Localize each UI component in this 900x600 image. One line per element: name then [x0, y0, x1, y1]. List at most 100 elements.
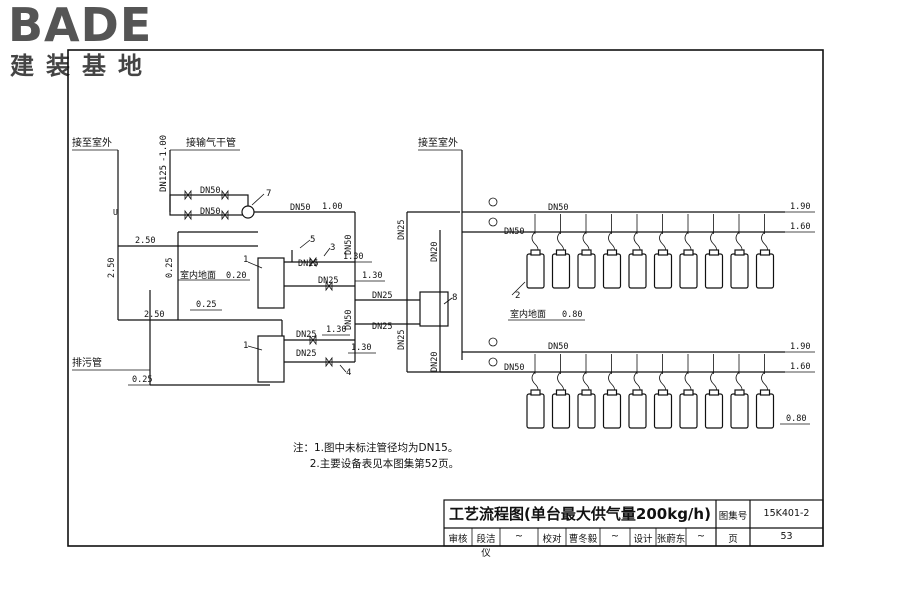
logo-subtitle: 建装基地 [10, 52, 154, 80]
gas-cylinder-icon [551, 214, 571, 289]
logo: BADE 建装基地 [8, 2, 178, 84]
label-dn25-r1: DN25 [372, 291, 392, 301]
label-gas-main: 接输气干管 [186, 136, 236, 149]
gas-cylinder-icon [526, 214, 545, 289]
label-dn50-top2: DN50 [504, 227, 524, 237]
gas-cylinder-icon [628, 354, 647, 429]
checker-name: 曹冬毅 [568, 534, 598, 545]
label-elev-130-c: 1.30 [326, 325, 346, 335]
label-dn25-r3: DN25 [397, 220, 407, 240]
callout-1-upper: 1 [243, 255, 248, 265]
title-block: 工艺流程图(单台最大供气量200kg/h) 图集号 15K401-2 审核 段洁… [444, 500, 823, 559]
title-block-grid [443, 499, 824, 547]
label-floor-right: 室内地面 [510, 308, 546, 320]
callout-leader [247, 345, 263, 351]
label-elev-025-b: 0.25 [196, 300, 216, 310]
check-label: 校对 [542, 534, 562, 545]
label-elev-080-b: 0.80 [786, 414, 806, 424]
label-dn50-bot2: DN50 [504, 363, 524, 373]
gas-cylinder-icon [730, 214, 749, 289]
valve-icon [309, 334, 317, 346]
label-elev-160-a: 1.60 [790, 222, 810, 232]
label-dn50-vert: DN50 [344, 235, 354, 255]
callout-5: 5 [310, 235, 315, 245]
label-outdoor-left: 接至室外 [72, 136, 112, 149]
valve-icon [309, 256, 317, 268]
label-elev-250-c: 2.50 [144, 310, 164, 320]
checker-signature: ~ [611, 531, 619, 542]
label-dn20-a: DN20 [430, 242, 440, 262]
label-elev-130-d: 1.30 [351, 343, 371, 353]
label-elev-250-b: 2.50 [107, 258, 117, 278]
pressure-gauge-icon [488, 337, 498, 347]
logo-wordmark: BADE [8, 0, 153, 52]
callout-leader [251, 193, 265, 206]
label-elev-025-c: 0.25 [132, 375, 152, 385]
label-dn20-b: DN20 [430, 352, 440, 372]
gas-cylinder-icon [526, 354, 545, 429]
gas-cylinder-icon [602, 354, 622, 429]
callout-leader [443, 297, 453, 305]
gas-cylinder-icon [628, 214, 647, 289]
label-outdoor-right: 接至室外 [418, 136, 458, 149]
gas-cylinder-icon [730, 354, 749, 429]
label-drain: 排污管 [72, 356, 102, 369]
label-elev-020: 0.20 [226, 271, 246, 281]
label-dn50-b: DN50 [200, 207, 220, 217]
valve-icon [184, 189, 192, 201]
reviewer-name: 段洁仪 [476, 534, 496, 559]
label-dn25-r4: DN25 [397, 330, 407, 350]
vaporizer-1-lower [257, 335, 285, 383]
label-dn50-a: DN50 [200, 186, 220, 196]
cylinder-row-bottom [526, 354, 775, 429]
gas-cylinder-icon [679, 214, 698, 289]
gas-cylinder-icon [653, 354, 673, 429]
note-line-2: 2.主要设备表见本图集第52页。 [293, 458, 460, 470]
gas-cylinder-icon [755, 354, 775, 429]
valve-icon [184, 209, 192, 221]
label-dn25-r2: DN25 [372, 322, 392, 332]
label-elev-080-a: 0.80 [562, 310, 582, 320]
callout-8: 8 [452, 293, 457, 303]
label-elev-130-a: 1.30 [343, 252, 363, 262]
pressure-gauge-icon [488, 217, 498, 227]
label-dn25-b: DN25 [318, 276, 338, 286]
bypass-loop [169, 194, 249, 216]
label-dn50-top: DN50 [548, 203, 568, 213]
label-dn125: DN125 [159, 165, 169, 192]
label-dn50-vert2: DN50 [344, 310, 354, 330]
symbol-u: U [113, 208, 118, 217]
gas-cylinder-icon [679, 354, 698, 429]
label-elev-130-b: 1.30 [362, 271, 382, 281]
designer-name: 张蔚东 [656, 534, 686, 545]
note-line-1: 注：1.图中未标注管径均为DN15。 [293, 442, 459, 454]
valve-icon [325, 280, 333, 292]
valve-icon [221, 189, 229, 201]
label-floor-left: 室内地面 [180, 269, 216, 281]
atlas-number: 15K401-2 [763, 508, 810, 519]
callout-2: 2 [515, 291, 520, 301]
valve-icon [221, 209, 229, 221]
reviewer-signature: ~ [515, 531, 523, 542]
designer-signature: ~ [697, 531, 705, 542]
callout-7: 7 [266, 189, 271, 199]
callout-leader [339, 364, 347, 373]
label-elev-100: 1.00 [322, 202, 342, 212]
label-dn25-a: DN25 [298, 259, 318, 269]
label-dn50-bot: DN50 [548, 342, 568, 352]
valve-icon [325, 356, 333, 368]
gas-cylinder-icon [704, 354, 724, 429]
gas-cylinder-icon [577, 354, 596, 429]
gas-cylinder-icon [577, 214, 596, 289]
cylinder-row-top [526, 214, 775, 289]
callout-4: 4 [346, 368, 351, 378]
label-elev-250-a: 2.50 [135, 236, 155, 246]
label-elev-160-b: 1.60 [790, 362, 810, 372]
label-elev-190-b: 1.90 [790, 342, 810, 352]
review-label: 审核 [448, 534, 468, 545]
gas-meter-icon [241, 205, 255, 219]
vaporizer-1-upper [257, 257, 285, 309]
gas-cylinder-icon [602, 214, 622, 289]
design-label: 设计 [633, 534, 653, 545]
